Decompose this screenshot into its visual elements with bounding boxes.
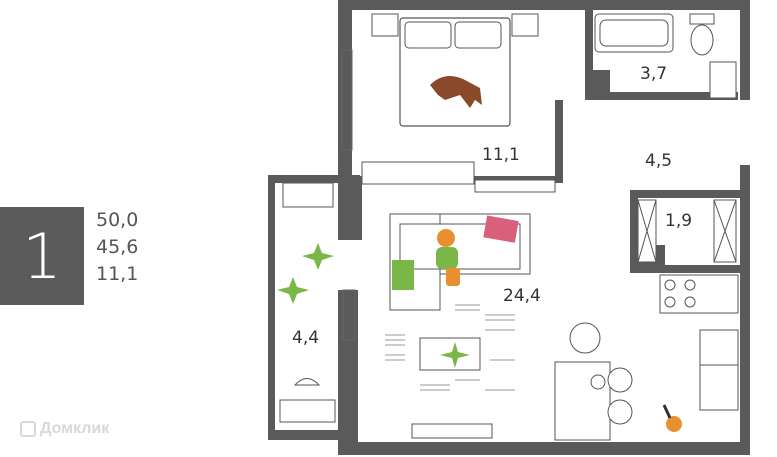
wardrobe [361,161,475,185]
coffee-table [419,337,481,371]
green-cushion [392,260,414,290]
living-area-label: 24,4 [503,286,541,306]
person-icon [436,229,460,286]
living-area: 45,6 [96,236,139,258]
total-area: 50,0 [96,209,139,231]
balcony-desk [279,378,336,423]
dining-table [554,322,633,441]
stove [664,279,696,308]
closet-area-label: 1,9 [665,211,692,231]
bed [371,13,539,127]
pink-cushion [483,215,519,243]
domclick-logo-icon [20,421,36,437]
closet-shelves [637,199,737,263]
windows [341,49,356,341]
hall-area-label: 4,5 [645,151,672,171]
sink [709,61,737,99]
balcony-chair [282,182,334,208]
dog-icon [430,76,482,108]
cat-icon [662,404,682,432]
watermark: Домклик [20,420,109,438]
wardrobe-hangers [474,179,556,193]
balcony-plant-icon [302,243,334,270]
watermark-text: Домклик [40,420,110,437]
bathtub [594,13,674,53]
toilet [689,13,715,56]
plant-icon [440,342,470,368]
kitchen-area: 11,1 [96,263,139,285]
kitchen-counter [659,274,739,411]
balcony-area-label: 4,4 [292,328,319,348]
rug [385,304,515,391]
balcony-plant-2-icon [277,277,309,304]
bedroom-area-label: 11,1 [482,145,520,165]
rooms-count: 1 [22,219,62,293]
rooms-count-badge: 1 [0,207,84,305]
tv-unit [411,423,493,439]
bathroom-area-label: 3,7 [640,64,667,84]
area-summary: 50,0 45,6 11,1 [96,207,186,288]
